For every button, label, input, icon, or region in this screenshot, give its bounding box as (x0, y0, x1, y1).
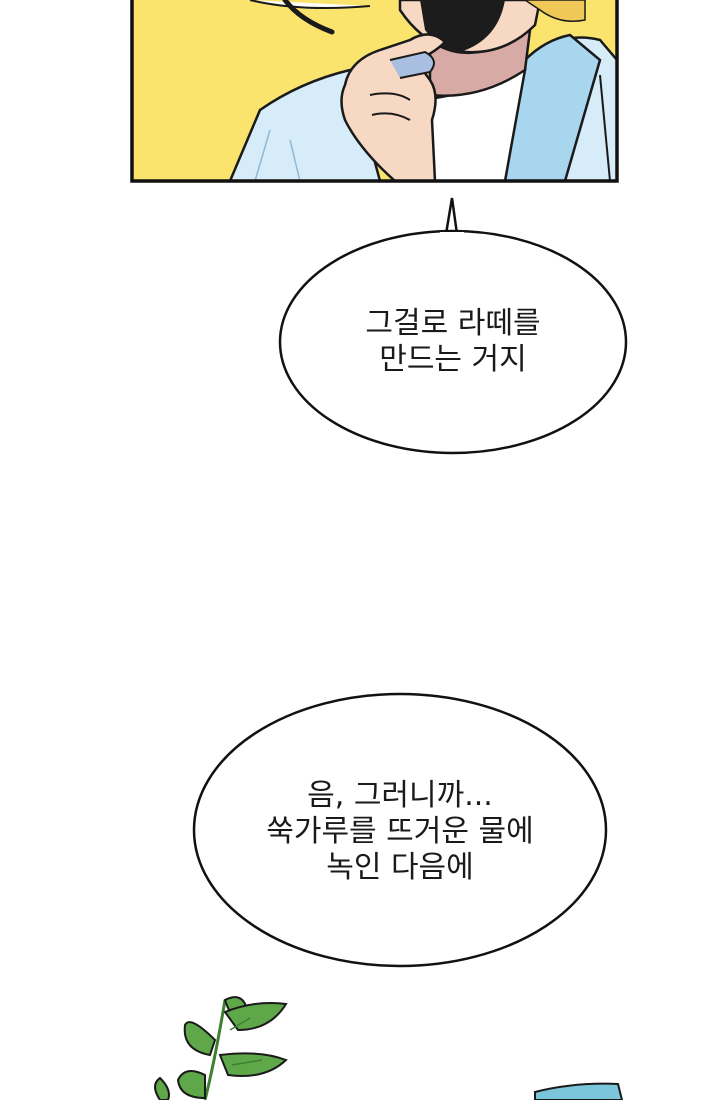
speech-bubble-2 (192, 692, 608, 968)
speech-bubble-1-line-2: 만드는 거지 (379, 342, 527, 377)
speech-bubble-1 (278, 197, 628, 455)
speech-bubble-2-line-3: 녹인 다음에 (326, 850, 474, 885)
speech-bubble-1-text: 그걸로 라떼를 만드는 거지 (333, 306, 573, 378)
character-hand-on-chin-icon (228, 0, 617, 181)
speech-bubble-1-tail (444, 197, 459, 235)
speech-bubble-2-line-1: 음, 그러니까... (307, 778, 493, 813)
speech-bubble-2-line-2: 쑥가루를 뜨거운 물에 (266, 814, 534, 849)
speech-bubble-1-line-1: 그걸로 라떼를 (365, 306, 541, 341)
speech-bubble-2-text: 음, 그러니까... 쑥가루를 뜨거운 물에 녹인 다음에 (230, 778, 570, 886)
panel-1 (130, 0, 619, 183)
panel-1-border (130, 0, 619, 183)
container-icon (534, 1082, 624, 1100)
mugwort-leaves-icon (154, 996, 288, 1100)
